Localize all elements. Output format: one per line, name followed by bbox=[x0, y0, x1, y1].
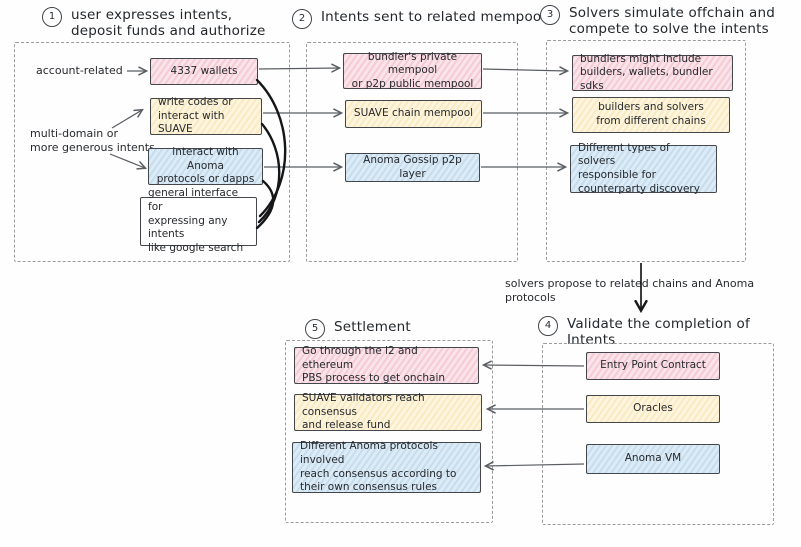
container-step1 bbox=[14, 42, 290, 262]
step4-heading: 4 Validate the completion of Intents bbox=[538, 316, 801, 349]
container-step2 bbox=[306, 42, 518, 262]
step2-number-badge: 2 bbox=[292, 9, 312, 29]
box-builders-solvers: builders and solvers from different chai… bbox=[572, 97, 730, 133]
box-anoma-vm: Anoma VM bbox=[586, 444, 720, 474]
step5-heading: 5 Settlement bbox=[305, 319, 411, 339]
step1-heading: 1 user expresses intents, deposit funds … bbox=[42, 7, 266, 40]
box-bundlers-include: bundlers might include builders, wallets… bbox=[572, 53, 733, 92]
step3-title: Solvers simulate offchain and compete to… bbox=[569, 5, 775, 38]
box-write-codes-suave: write codes or interact with SUAVE bbox=[150, 96, 262, 135]
step5-title: Settlement bbox=[334, 319, 411, 335]
box-solver-types: Different types of solvers responsible f… bbox=[570, 142, 717, 195]
label-multi-domain: multi-domain or more generous intents bbox=[30, 127, 155, 155]
box-interact-anoma: interact with Anoma protocols or dapps bbox=[148, 146, 263, 185]
container-step4 bbox=[542, 343, 774, 525]
step1-number-badge: 1 bbox=[42, 7, 62, 27]
step2-heading: 2 Intents sent to related mempools bbox=[292, 9, 553, 29]
box-anoma-consensus: Different Anoma protocols involved reach… bbox=[292, 440, 481, 493]
step5-number-badge: 5 bbox=[305, 319, 325, 339]
label-solvers-propose: solvers propose to related chains and An… bbox=[505, 277, 755, 305]
box-suave-validators: SUAVE validators reach consensus and rel… bbox=[294, 392, 482, 431]
step1-title: user expresses intents, deposit funds an… bbox=[71, 7, 266, 40]
box-pbs-onchain: Go through the l2 and ethereum PBS proce… bbox=[294, 345, 479, 384]
box-oracles: Oracles bbox=[586, 395, 720, 423]
box-4337-wallets: 4337 wallets bbox=[150, 58, 258, 85]
step3-number-badge: 3 bbox=[540, 5, 560, 25]
box-anoma-gossip-layer: Anoma Gossip p2p layer bbox=[345, 153, 480, 182]
label-account-related: account-related bbox=[36, 64, 123, 77]
step4-title: Validate the completion of Intents bbox=[567, 316, 750, 349]
box-general-interface: general interface for expressing any int… bbox=[140, 187, 257, 254]
step3-heading: 3 Solvers simulate offchain and compete … bbox=[540, 5, 775, 38]
container-step5 bbox=[285, 340, 493, 523]
step4-number-badge: 4 bbox=[538, 316, 558, 336]
box-entry-point-contract: Entry Point Contract bbox=[586, 352, 720, 380]
box-bundler-mempool: bundler's private mempool or p2p public … bbox=[343, 51, 482, 90]
container-step3 bbox=[546, 40, 746, 262]
box-suave-chain-mempool: SUAVE chain mempool bbox=[345, 100, 482, 128]
step2-title: Intents sent to related mempools bbox=[321, 9, 553, 25]
